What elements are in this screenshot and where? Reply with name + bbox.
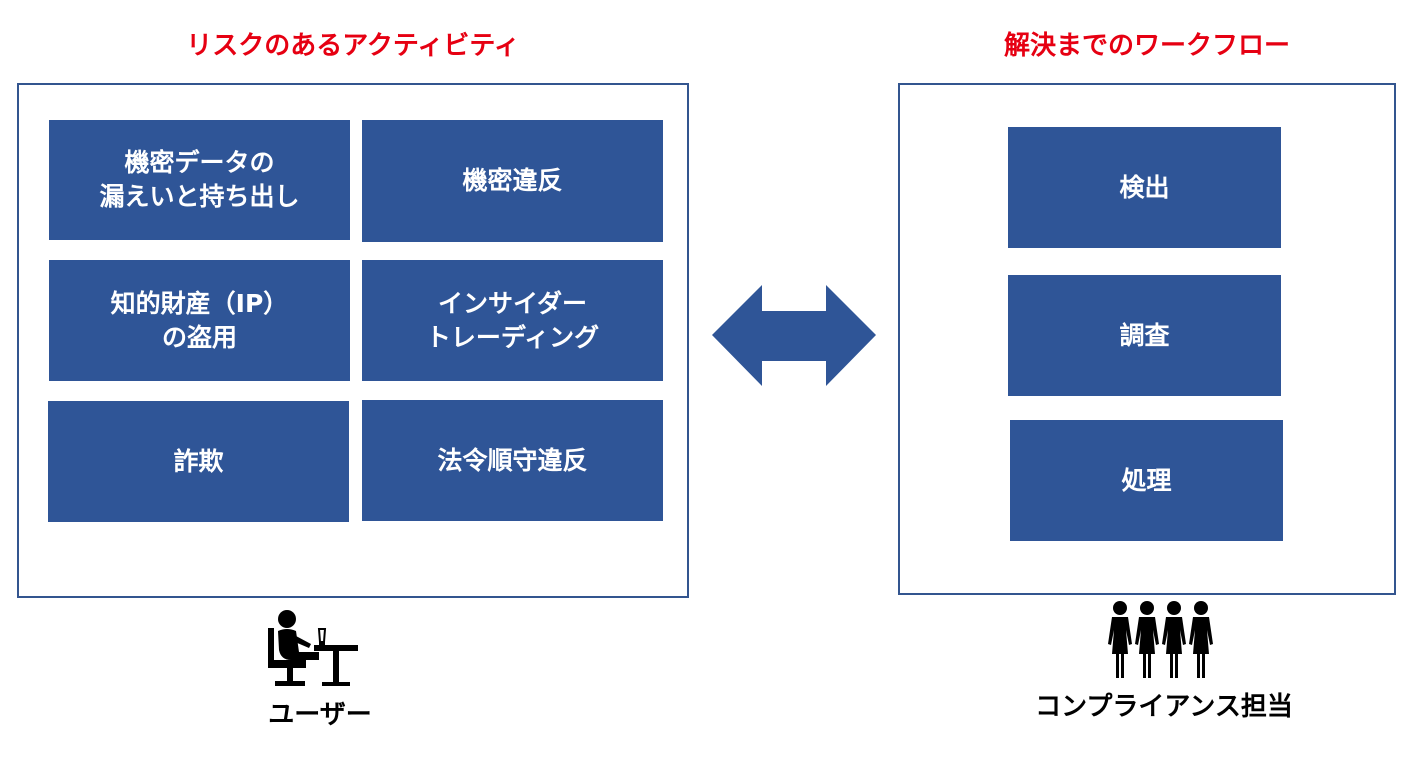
step-investigate-label: 調査 bbox=[1119, 320, 1170, 350]
step-detect: 検出 bbox=[1008, 127, 1281, 248]
tile-ip-theft-line1: 知的財産（IP） bbox=[110, 288, 289, 318]
group-of-people-icon bbox=[1108, 601, 1213, 678]
tile-confidentiality-violation: 機密違反 bbox=[362, 120, 663, 242]
tile-ip-theft-line2: の盗用 bbox=[161, 322, 237, 352]
user-at-desk-icon bbox=[268, 610, 358, 686]
left-heading: リスクのあるアクティビティ bbox=[186, 31, 520, 61]
tile-ip-theft: 知的財産（IP） の盗用 bbox=[49, 260, 350, 381]
right-heading: 解決までのワークフロー bbox=[1003, 31, 1290, 61]
tile-fraud-label: 詐欺 bbox=[173, 446, 224, 476]
tile-insider-trading-line1: インサイダー bbox=[437, 288, 587, 318]
tile-fraud: 詐欺 bbox=[48, 401, 349, 522]
step-detect-label: 検出 bbox=[1119, 172, 1170, 202]
tile-compliance-violation: 法令順守違反 bbox=[362, 400, 663, 521]
tile-data-leak-line1: 機密データの bbox=[124, 148, 275, 177]
step-remediate: 処理 bbox=[1010, 420, 1283, 541]
tile-data-leak: 機密データの 漏えいと持ち出し bbox=[49, 120, 350, 240]
tile-confidentiality-violation-label: 機密違反 bbox=[462, 166, 563, 195]
user-caption: ユーザー bbox=[268, 700, 372, 730]
double-arrow-icon bbox=[712, 285, 876, 386]
tile-compliance-violation-label: 法令順守違反 bbox=[437, 445, 588, 475]
step-investigate: 調査 bbox=[1008, 275, 1281, 396]
step-remediate-label: 処理 bbox=[1121, 465, 1172, 495]
tile-data-leak-line2: 漏えいと持ち出し bbox=[99, 182, 300, 211]
tile-insider-trading: インサイダー トレーディング bbox=[362, 260, 663, 381]
compliance-caption: コンプライアンス担当 bbox=[1035, 692, 1293, 722]
tile-insider-trading-line2: トレーディング bbox=[425, 322, 600, 352]
